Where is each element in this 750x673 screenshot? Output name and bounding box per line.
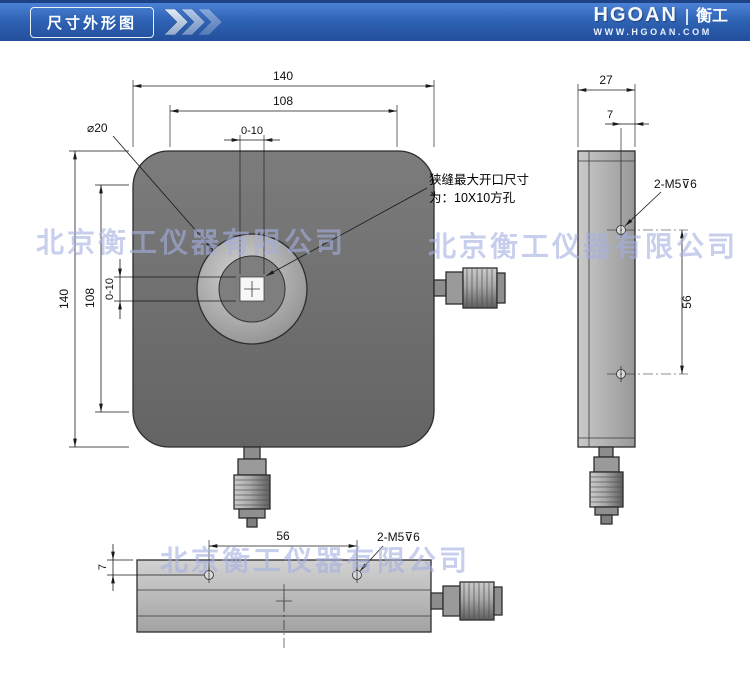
dim-front-width: 140 [273, 69, 293, 83]
slit-note-line1: 狭缝最大开口尺寸 [429, 172, 529, 187]
slit-note-line2: 为：10X10方孔 [429, 190, 516, 205]
brand-logo: HGOAN 衡工 WWW.HGOAN.COM [594, 5, 728, 37]
dim-side-hole-offset: 7 [607, 109, 613, 121]
logo-cn-text: 衡工 [685, 9, 728, 25]
dim-side-hole-span: 56 [680, 295, 694, 309]
dim-bottom-hole-span: 56 [276, 529, 290, 543]
micrometer-knob-bottom [233, 446, 271, 528]
logo-text: HGOAN [593, 4, 678, 26]
page-title-label: 尺寸外形图 [47, 14, 138, 32]
dim-side-depth: 27 [599, 73, 613, 87]
logo-website: WWW.HGOAN.COM [593, 27, 712, 37]
brand-logo-top: HGOAN 衡工 [594, 5, 728, 25]
slit-crosshair [244, 281, 260, 297]
side-holes-label: 2-M5⊽6 [654, 177, 697, 191]
watermarks: 北京衡工仪器有限公司 北京衡工仪器有限公司 北京衡工仪器有限公司 [36, 226, 738, 576]
dim-front-width-mid: 108 [273, 94, 293, 108]
bottom-view-knob [430, 581, 503, 621]
dim-front-height-mid: 108 [83, 288, 97, 308]
front-dimensions [69, 80, 435, 448]
watermark-text: 北京衡工仪器有限公司 [160, 544, 470, 576]
dim-bottom-hole-offset: 7 [97, 564, 109, 570]
side-dimensions [577, 84, 688, 375]
page-title: 尺寸外形图 [30, 6, 155, 38]
front-view [132, 150, 506, 528]
chevron-right-icon [164, 9, 223, 35]
bottom-view [136, 559, 503, 650]
dim-front-height: 140 [57, 289, 71, 309]
dim-slit-horizontal: 0-10 [241, 125, 263, 137]
watermark-text: 北京衡工仪器有限公司 [428, 230, 738, 262]
side-plate [577, 150, 636, 448]
side-knob [589, 446, 624, 525]
bottom-dimensions [107, 540, 384, 591]
micrometer-knob-right [433, 267, 506, 309]
diameter-leader [112, 135, 214, 251]
bottom-holes-label: 2-M5⊽6 [377, 530, 420, 544]
watermark-text: 北京衡工仪器有限公司 [36, 226, 346, 258]
dim-bore-diameter: ⌀20 [87, 121, 108, 135]
note-leader [265, 187, 428, 277]
side-view [577, 150, 636, 525]
center-cross [276, 593, 292, 609]
dimension-labels: 140 108 0-10 140 108 0-10 ⌀20 狭缝最大开口尺寸 为… [57, 69, 697, 570]
dim-slit-vertical: 0-10 [104, 278, 116, 300]
header-bar: 尺寸外形图 HGOAN 衡工 WWW.HGOAN.COM [0, 0, 750, 41]
